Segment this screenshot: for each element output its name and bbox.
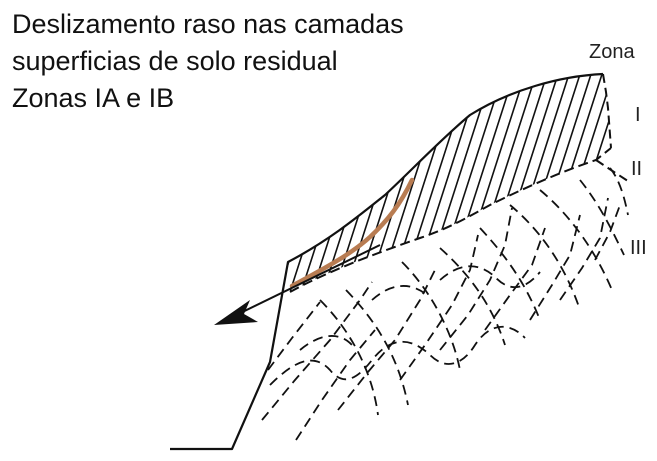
slip-surface-line — [289, 177, 415, 289]
hatch-line — [288, 74, 295, 292]
movement-arrow-head — [214, 300, 258, 325]
zone-ii-iii-fracture-pattern — [261, 167, 629, 441]
hatch-line — [577, 74, 611, 292]
diagram-title: Deslizamento raso nas camadas superficia… — [12, 6, 404, 117]
hatch-line — [288, 74, 372, 292]
hatch-line — [160, 40, 250, 320]
hatch-line — [622, 40, 657, 320]
title-line-3: Zonas IA e IB — [12, 83, 175, 113]
hatch-line — [544, 74, 611, 292]
hatch-line — [599, 74, 611, 292]
hatch-line — [434, 74, 526, 292]
hatch-line — [379, 74, 471, 292]
zone-label-i: I — [635, 104, 641, 126]
hatch-line — [357, 74, 449, 292]
hatch-line — [288, 74, 339, 292]
zone-header-label: Zona — [589, 41, 635, 63]
ground-surface-line — [170, 72, 604, 451]
title-line-2: superficias de solo residual — [12, 46, 338, 76]
hatch-line — [522, 74, 611, 292]
hatch-line — [288, 74, 306, 292]
title-line-1: Deslizamento raso nas camadas — [12, 9, 404, 39]
hatch-line — [302, 74, 394, 292]
hatch-line — [610, 74, 611, 292]
hatch-line — [288, 74, 361, 292]
zone-label-ii: II — [631, 158, 643, 180]
hatch-line — [313, 74, 405, 292]
hatch-line — [182, 40, 272, 320]
hatch-line — [346, 74, 438, 292]
hatch-line — [489, 74, 581, 292]
zone-i-hatching — [160, 40, 657, 320]
zone-label-iii: III — [630, 237, 647, 259]
hatch-line — [193, 40, 283, 320]
hatch-line — [412, 74, 504, 292]
hatch-line — [390, 74, 482, 292]
hatch-line — [555, 74, 611, 292]
movement-arrow-shaft — [221, 244, 381, 323]
zone-i-ii-boundary — [289, 147, 612, 293]
hatch-line — [171, 40, 261, 320]
